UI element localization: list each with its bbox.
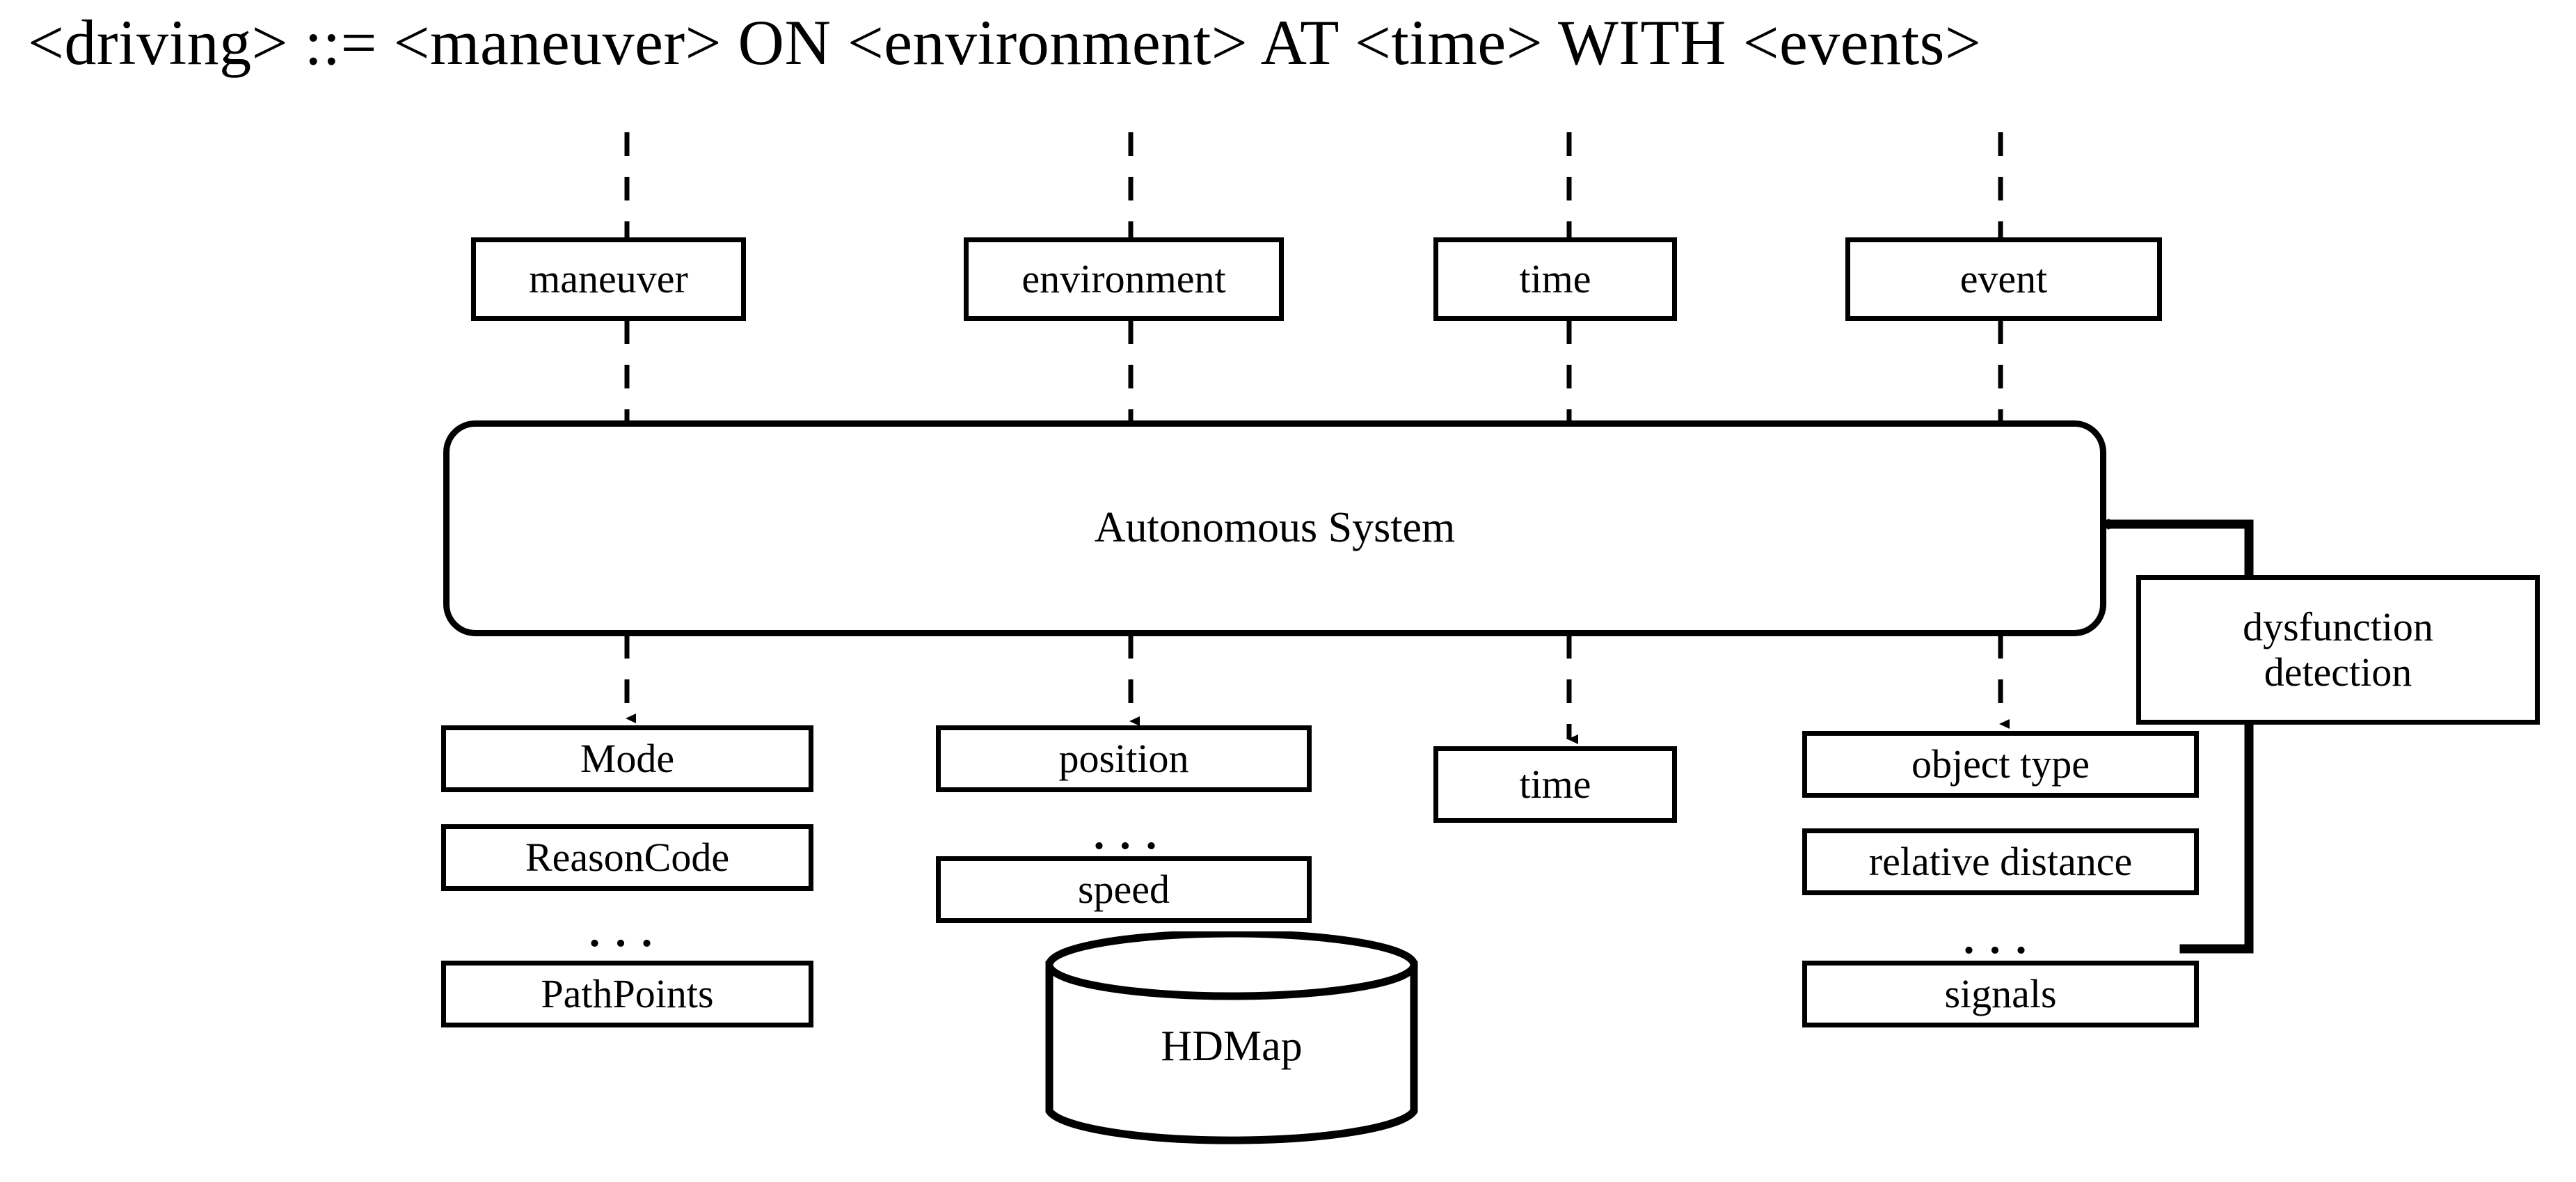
top-box-maneuver[interactable]: maneuver (471, 237, 746, 321)
output-box-relative-distance-label: relative distance (1868, 838, 2133, 884)
output-box-speed-label: speed (1077, 866, 1170, 912)
top-box-time-label: time (1519, 255, 1591, 301)
output-box-object-type-label: object type (1911, 741, 2090, 787)
output-box-pathpoints-label: PathPoints (541, 970, 714, 1016)
dashed-connectors-title-to-top (624, 132, 2003, 237)
top-box-time[interactable]: time (1433, 237, 1677, 321)
dysfunction-detection-label-line1: dysfunction (2243, 604, 2433, 649)
ellipsis-environment-column: ... (1047, 795, 1214, 862)
output-box-mode[interactable]: Mode (441, 725, 813, 792)
top-box-environment[interactable]: environment (964, 237, 1284, 321)
output-box-reasoncode-label: ReasonCode (525, 834, 730, 880)
ellipsis-environment-column-label: ... (1091, 795, 1170, 862)
ellipsis-maneuver-column-label: ... (587, 892, 666, 959)
ellipsis-event-column: ... (1917, 899, 2084, 966)
output-box-mode-label: Mode (580, 735, 675, 781)
output-box-reasoncode[interactable]: ReasonCode (441, 824, 813, 891)
hdmap-cylinder[interactable] (1044, 931, 1420, 1161)
output-box-time[interactable]: time (1433, 746, 1677, 823)
output-box-object-type[interactable]: object type (1802, 731, 2199, 798)
output-box-speed[interactable]: speed (936, 856, 1312, 923)
page-title: <driving> ::= <maneuver> ON <environment… (28, 7, 1982, 78)
top-box-environment-label: environment (1021, 255, 1226, 301)
output-box-signals[interactable]: signals (1802, 961, 2199, 1027)
top-box-event-label: event (1959, 255, 2048, 301)
output-box-position[interactable]: position (936, 725, 1312, 792)
autonomous-system-label: Autonomous System (1094, 504, 1456, 552)
dashed-connectors-system-to-outputs (624, 635, 2010, 744)
dysfunction-detection-label-line2: detection (2264, 649, 2412, 695)
top-box-maneuver-label: maneuver (529, 255, 688, 301)
output-box-time-label: time (1519, 761, 1591, 807)
ellipsis-maneuver-column: ... (543, 892, 710, 959)
output-box-position-label: position (1058, 735, 1189, 781)
top-box-event[interactable]: event (1845, 237, 2162, 321)
output-box-pathpoints[interactable]: PathPoints (441, 961, 813, 1027)
output-box-relative-distance[interactable]: relative distance (1802, 828, 2199, 895)
ellipsis-event-column-label: ... (1961, 899, 2040, 966)
output-box-signals-label: signals (1944, 970, 2057, 1016)
dysfunction-detection-box[interactable]: dysfunction detection (2136, 575, 2540, 725)
autonomous-system-box[interactable]: Autonomous System (443, 420, 2106, 636)
dashed-connectors-top-to-system (624, 320, 2003, 420)
